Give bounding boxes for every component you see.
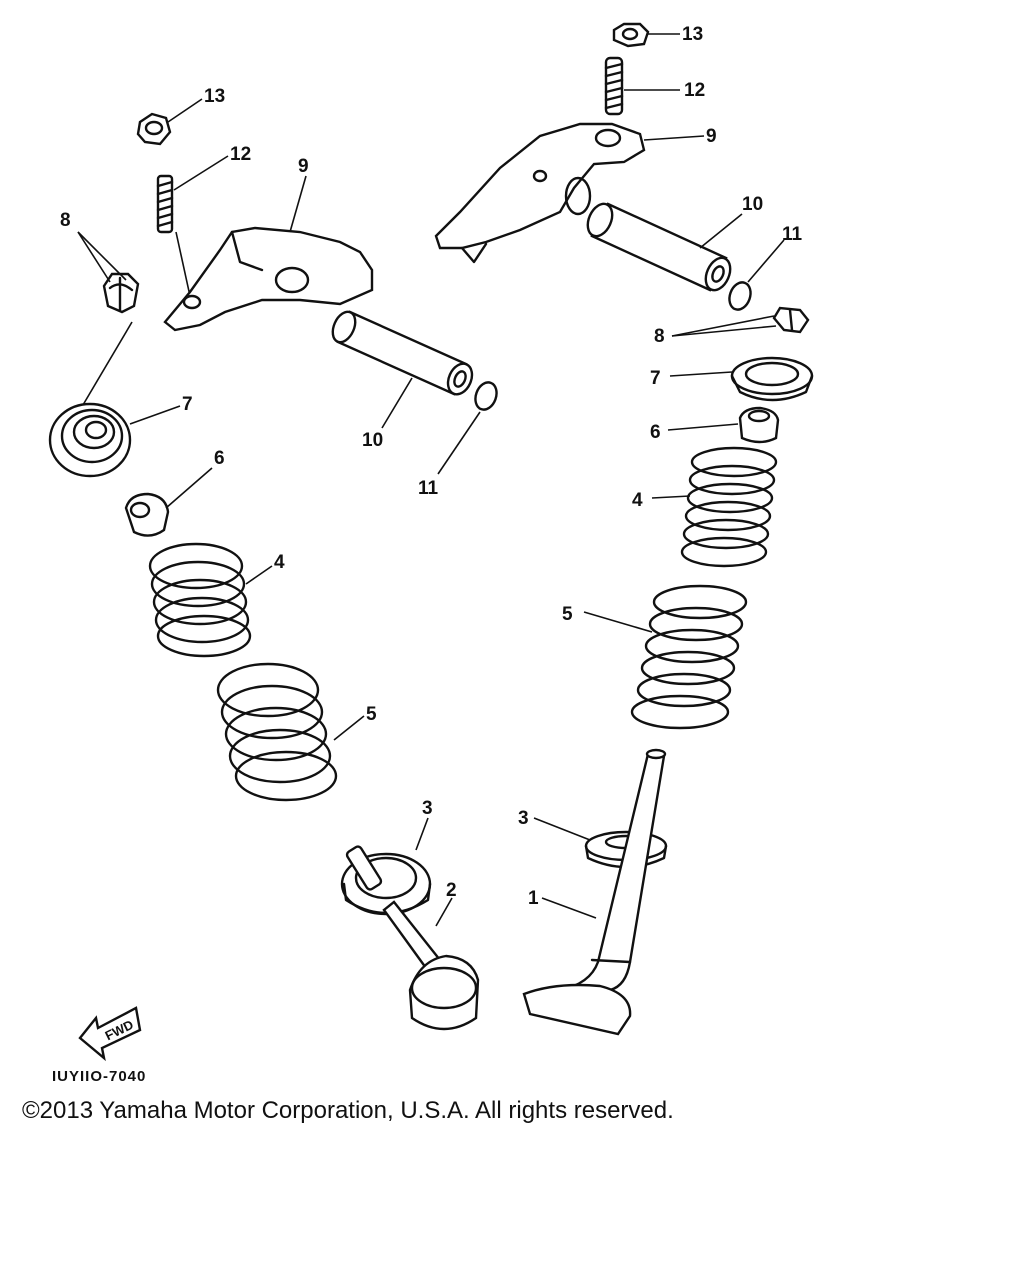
callout-8-left: 8 [60, 210, 71, 231]
callout-2: 2 [446, 880, 457, 901]
callout-7-right: 7 [650, 368, 661, 389]
callout-10-left: 10 [362, 430, 383, 451]
callout-8-right: 8 [654, 326, 665, 347]
part-13-nut-left [136, 112, 172, 146]
leader-5-right [583, 611, 653, 633]
part-5-outer-spring-right [630, 584, 748, 730]
callout-7-left: 7 [182, 394, 193, 415]
leader-3-right [533, 817, 591, 841]
part-9-rocker-arm-left [163, 226, 374, 332]
callout-12-left: 12 [230, 144, 251, 165]
leader-10-left [381, 377, 413, 429]
part-4-inner-spring-right [680, 446, 778, 568]
leader-9-right [643, 135, 705, 141]
part-11-o-ring-left [474, 381, 498, 411]
callout-11-left: 11 [418, 478, 439, 499]
leader-6-right [667, 423, 739, 431]
callout-12-right: 12 [684, 80, 705, 101]
fwd-arrow-icon: FWD [78, 1006, 142, 1062]
callout-13-right: 13 [682, 24, 703, 45]
part-6-stem-seal-left [124, 492, 170, 537]
callout-5-right: 5 [562, 604, 573, 625]
leader-4-right [651, 495, 691, 499]
callout-3-right: 3 [518, 808, 529, 829]
part-5-outer-spring-left [216, 662, 338, 802]
part-2-exhaust-valve [345, 845, 480, 1031]
callout-9-right: 9 [706, 126, 717, 147]
part-12-screw-left [156, 174, 174, 234]
leader-11-right [747, 239, 785, 283]
callout-4-left: 4 [274, 552, 285, 573]
callout-11-right: 11 [782, 224, 803, 245]
leader-6-left [165, 467, 213, 509]
part-6-stem-seal-right [738, 406, 780, 444]
leader-5-left [333, 715, 365, 741]
callout-1: 1 [528, 888, 539, 909]
part-9-rocker-arm-right [434, 122, 646, 264]
callout-5-left: 5 [366, 704, 377, 725]
part-7-retainer-right [730, 356, 814, 402]
leader-3-left [415, 817, 429, 851]
part-13-nut-right [612, 22, 650, 48]
diagram-code: IUYIIO-7040 [52, 1068, 147, 1085]
callout-10-right: 10 [742, 194, 763, 215]
leader-10-right [699, 213, 743, 249]
callout-13-left: 13 [204, 86, 225, 107]
leader-8-left-a [77, 231, 111, 283]
leader-13-left [167, 98, 203, 123]
leader-4-left [245, 565, 273, 585]
callout-6-left: 6 [214, 448, 225, 469]
part-1-intake-valve [522, 748, 667, 1036]
part-11-o-ring-right [728, 281, 752, 311]
part-8-cotter-right [772, 306, 810, 334]
leader-12-left [173, 155, 229, 191]
callout-3-left: 3 [422, 798, 433, 819]
callout-4-right: 4 [632, 490, 643, 511]
part-12-screw-right [604, 56, 624, 116]
copyright-notice: ©2013 Yamaha Motor Corporation, U.S.A. A… [22, 1097, 674, 1124]
callout-6-right: 6 [650, 422, 661, 443]
leader-1 [541, 897, 597, 919]
part-8-cotter-left [102, 272, 140, 314]
leader-2 [435, 897, 453, 927]
leader-11-left [437, 411, 481, 475]
part-10-rocker-shaft-left [331, 310, 474, 396]
part-10-rocker-shaft-right [586, 202, 732, 292]
leader-7-left [129, 405, 181, 425]
leader-9-left [289, 175, 307, 233]
callout-9-left: 9 [298, 156, 309, 177]
part-4-inner-spring-left [148, 542, 252, 658]
leader-8-right-a [671, 315, 775, 337]
exploded-parts-diagram: 13 12 9 10 11 8 7 [48, 22, 814, 1062]
leader-7-right [669, 371, 733, 377]
part-7-retainer-left [48, 402, 132, 478]
